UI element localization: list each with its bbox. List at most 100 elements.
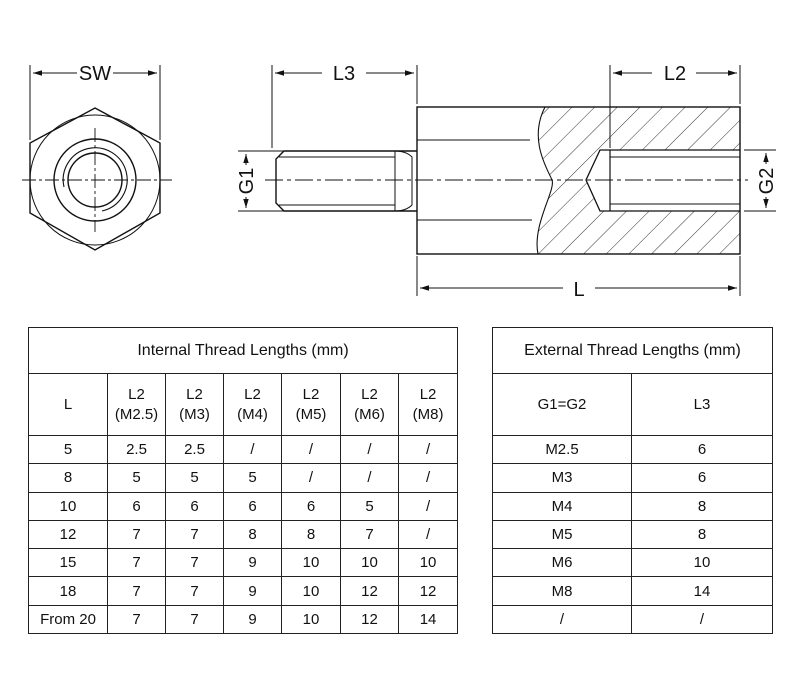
hex-end-view: [22, 107, 172, 251]
table-cell: 12: [397, 576, 459, 606]
header-cell: L2(M4): [223, 373, 282, 436]
header-cell: L2(M5): [281, 373, 341, 436]
header-cell: L2(M6): [340, 373, 399, 436]
table-cell: 18: [28, 576, 108, 606]
table-cell: 7: [107, 519, 166, 550]
side-view: [265, 106, 748, 255]
table-cell: /: [223, 434, 282, 465]
table-cell: 5: [340, 491, 399, 521]
table-cell: /: [397, 434, 459, 465]
table-cell: /: [281, 434, 341, 465]
thread-root-arc: [62, 147, 128, 212]
dimension-sw-label: SW: [79, 63, 111, 85]
table-cell: 10: [397, 548, 459, 578]
table-cell: M2.5: [492, 434, 632, 465]
dimension-g1-label: G1: [236, 168, 258, 195]
table-cell: /: [397, 463, 459, 493]
table-cell: 6: [223, 491, 282, 521]
external-thread-stud: [275, 150, 417, 212]
header-cell: L2(M8): [397, 373, 459, 436]
header-cell: L3: [631, 373, 773, 436]
table-cell: 5: [107, 463, 166, 493]
table-cell: 2.5: [107, 434, 166, 465]
table-cell: 5: [223, 463, 282, 493]
table-cell: 6: [107, 491, 166, 521]
table-cell: 9: [223, 576, 282, 606]
external-thread-table: External Thread Lengths (mm) G1=G2 L3 M2…: [492, 327, 773, 635]
table-cell: 7: [107, 576, 166, 606]
table-cell: 5: [165, 463, 224, 493]
table-cell: 2.5: [165, 434, 224, 465]
header-cell: L2(M3): [165, 373, 224, 436]
header-cell: L: [28, 373, 108, 436]
table-cell: M8: [492, 576, 632, 606]
table-cell: /: [631, 604, 773, 635]
table-cell: 8: [281, 519, 341, 550]
table-cell: 6: [165, 491, 224, 521]
table-cell: /: [281, 463, 341, 493]
dimension-l3: [271, 65, 418, 148]
table-cell: 10: [28, 491, 108, 521]
table-cell: 10: [631, 548, 773, 578]
table-cell: 10: [340, 548, 399, 578]
table-cell: /: [340, 434, 399, 465]
internal-bore: [586, 150, 740, 211]
internal-table-title: Internal Thread Lengths (mm): [27, 327, 459, 374]
table-cell: 6: [281, 491, 341, 521]
table-cell: 14: [397, 604, 459, 635]
table-cell: 15: [28, 548, 108, 578]
table-cell: 7: [165, 519, 224, 550]
table-cell: 14: [631, 576, 773, 606]
table-cell: 10: [281, 604, 341, 635]
table-cell: 8: [223, 519, 282, 550]
hex-body: [416, 106, 741, 255]
dimension-l2: [609, 65, 741, 148]
table-cell: /: [492, 604, 632, 635]
header-cell: L2(M2.5): [107, 373, 166, 436]
table-cell: 12: [340, 604, 399, 635]
table-cell: 6: [631, 463, 773, 493]
internal-table-header-row: L L2(M2.5) L2(M3) L2(M4) L2(M5) L2(M6) L…: [28, 373, 459, 436]
dimension-l3-label: L3: [333, 63, 355, 85]
dimension-l-label: L: [573, 279, 584, 301]
table-cell: From 20: [28, 604, 108, 635]
dimension-sw: [29, 65, 161, 140]
table-cell: /: [397, 519, 459, 550]
table-cell: 8: [28, 463, 108, 493]
dimension-g2-label: G2: [756, 168, 778, 195]
table-row: //: [492, 604, 773, 635]
dimension-g1: [238, 150, 284, 212]
table-cell: 12: [340, 576, 399, 606]
dimension-l2-label: L2: [664, 63, 686, 85]
table-cell: 9: [223, 604, 282, 635]
hex-outline: [29, 107, 161, 251]
table-cell: /: [397, 491, 459, 521]
table-cell: 7: [340, 519, 399, 550]
table-cell: 8: [631, 491, 773, 521]
table-cell: M5: [492, 519, 632, 550]
table-cell: /: [340, 463, 399, 493]
header-cell: G1=G2: [492, 373, 632, 436]
internal-thread-table: Internal Thread Lengths (mm) L L2(M2.5) …: [27, 327, 459, 635]
table-cell: 10: [281, 576, 341, 606]
external-table-title: External Thread Lengths (mm): [492, 327, 773, 374]
table-cell: 5: [28, 434, 108, 465]
table-cell: 6: [631, 434, 773, 465]
table-cell: 10: [281, 548, 341, 578]
external-table-header-row: G1=G2 L3: [492, 373, 773, 436]
table-cell: M3: [492, 463, 632, 493]
table-cell: 7: [165, 604, 224, 635]
technical-drawing: SW L3: [22, 63, 778, 301]
